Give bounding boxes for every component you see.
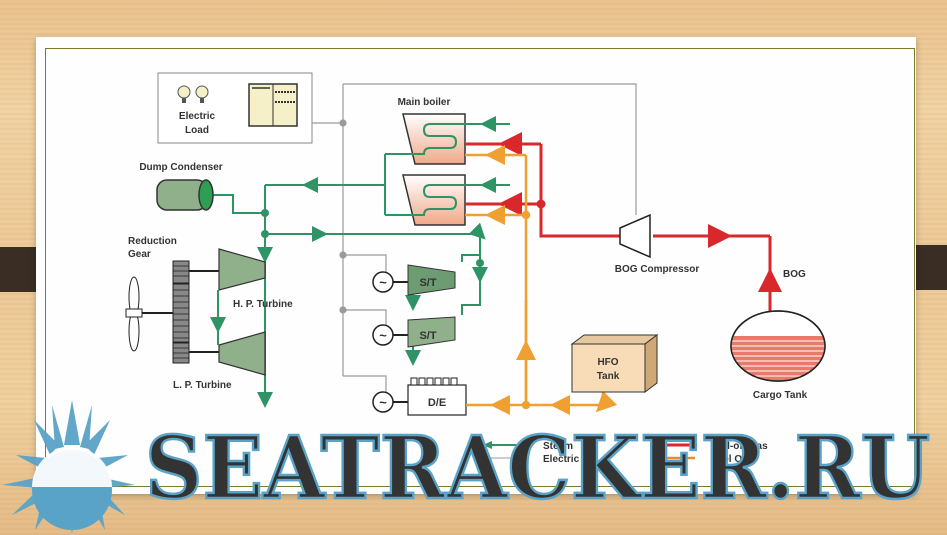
main-boiler-label: Main boiler <box>398 97 451 108</box>
steam-turbine-2-label: S/T <box>419 330 436 342</box>
main-boiler-upper <box>385 113 466 165</box>
reduction-gear-label-2: Gear <box>128 249 151 260</box>
watermark-text: SEATRACKER.RU <box>145 418 930 519</box>
sun-logo-icon <box>2 400 135 533</box>
reduction-gear-label-1: Reduction <box>128 236 177 247</box>
legend-item-electric: Electric <box>483 454 580 465</box>
bog-compressor: BOG Compressor <box>615 213 700 275</box>
electric-load-label-2: Load <box>185 125 209 136</box>
hp-turbine <box>218 248 266 291</box>
dump-condenser: Dump Condenser <box>139 162 223 211</box>
diesel-engine-label: D/E <box>428 397 446 409</box>
electric-load-label-1: Electric <box>179 111 216 122</box>
legend-item-fuel-oil: Fuel Oil <box>651 453 748 465</box>
legend-label: Steam <box>543 441 573 452</box>
hfo-tank-label-1: HFO <box>597 357 618 368</box>
fuel-oil-lines <box>465 145 618 415</box>
steam-turbine-1-label: S/T <box>419 277 436 289</box>
electric-lines <box>312 83 637 395</box>
steam-turbine-generator-2: ~ S/T <box>372 316 456 348</box>
diesel-engine-generator: ~ D/E <box>372 377 467 416</box>
slide-border <box>45 48 915 487</box>
propeller-icon <box>125 276 173 352</box>
legend-label: Electric <box>543 454 580 465</box>
legend: Steam Electric Boil-off Gas Fuel Oil <box>483 440 768 465</box>
light-bulb-icon <box>177 85 209 103</box>
hfo-tank-label-2: Tank <box>597 371 620 382</box>
legend-item-boil-off-gas: Boil-off Gas <box>651 440 768 452</box>
lp-turbine <box>218 331 266 376</box>
legend-label: Boil-off Gas <box>711 441 768 452</box>
main-boiler-lower <box>385 174 466 226</box>
hfo-tank: HFO Tank <box>570 334 659 393</box>
generator-symbol: ~ <box>379 328 387 343</box>
electric-load-box: Electric Load <box>157 72 313 144</box>
bog-label: BOG <box>783 269 806 280</box>
generator-symbol: ~ <box>379 275 387 290</box>
reduction-gear <box>172 260 190 364</box>
lp-turbine-label: L. P. Turbine <box>173 380 232 391</box>
legend-label: Fuel Oil <box>711 454 748 465</box>
hp-turbine-label: H. P. Turbine <box>233 299 293 310</box>
cargo-tank-label: Cargo Tank <box>753 390 808 401</box>
boil-off-gas-lines <box>465 132 782 325</box>
switchboard-icon <box>248 83 298 127</box>
bog-compressor-label: BOG Compressor <box>615 264 700 275</box>
legend-item-steam: Steam <box>483 441 573 452</box>
watermark: SEATRACKER.RU <box>2 400 931 533</box>
dump-condenser-label: Dump Condenser <box>139 162 222 173</box>
steam-turbine-generator-1: ~ S/T <box>372 264 456 296</box>
generator-symbol: ~ <box>379 395 387 410</box>
